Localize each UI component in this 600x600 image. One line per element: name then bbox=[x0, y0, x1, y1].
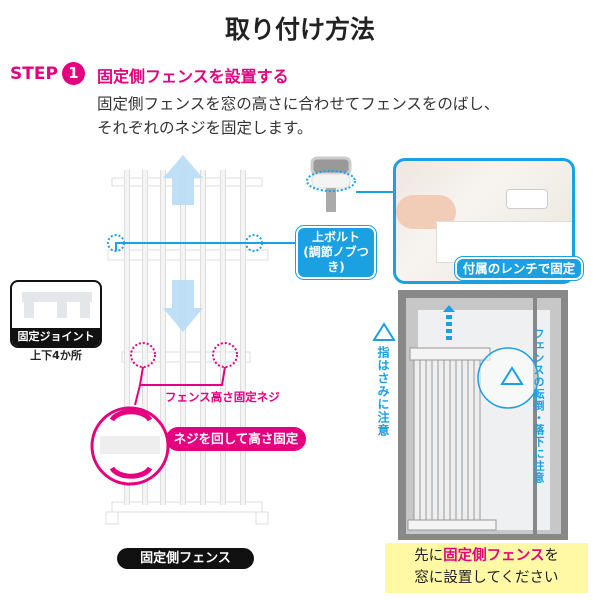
arrow-up-icon bbox=[163, 155, 203, 205]
bolt-label-line: 上ボルト bbox=[311, 230, 360, 244]
step-label: STEP bbox=[10, 63, 58, 84]
note-highlight: 固定側フェンス bbox=[443, 548, 545, 564]
step-number: 1 bbox=[61, 62, 85, 85]
fence-label: 固定側フェンス bbox=[117, 548, 254, 569]
joint-count: 上下4か所 bbox=[30, 349, 82, 362]
joint-image bbox=[22, 292, 92, 318]
screw-label: フェンス高さ固定ネジ bbox=[165, 390, 280, 404]
warning-icon bbox=[372, 322, 396, 341]
warning-icon bbox=[500, 366, 524, 385]
bolt-label-line: (調節ノブつき) bbox=[303, 245, 369, 274]
step-description: 固定側フェンスを窓の高さに合わせてフェンスをのばし、 それぞれのネジを固定します… bbox=[97, 92, 499, 140]
description-line: それぞれのネジを固定します。 bbox=[97, 119, 313, 137]
joint-box: 固定ジョイント bbox=[10, 280, 102, 348]
note-text: 先に bbox=[414, 548, 444, 564]
rotate-arrow-icon bbox=[109, 466, 153, 479]
bolt-image bbox=[306, 156, 356, 212]
joint-label: 固定ジョイント bbox=[12, 328, 100, 346]
step-indicator: STEP 1 bbox=[10, 62, 85, 85]
note-text: 窓に設置してください bbox=[414, 570, 559, 586]
step-heading: 固定側フェンスを設置する bbox=[97, 67, 289, 86]
finger-warning: 指はさみに注意 bbox=[376, 346, 390, 437]
wrench-caption: 付属のレンチで固定 bbox=[455, 257, 583, 280]
arrow-down-icon bbox=[163, 280, 203, 332]
description-line: 固定側フェンスを窓の高さに合わせてフェンスをのばし、 bbox=[97, 95, 500, 113]
window-drawing bbox=[372, 290, 568, 540]
page-title: 取り付け方法 bbox=[224, 15, 375, 44]
fence-illustration bbox=[90, 155, 568, 540]
note-text: を bbox=[544, 548, 559, 564]
note-box: 先に固定側フェンスを 窓に設置してください bbox=[385, 543, 588, 593]
fall-warning: フェンスの転倒・落下に注意 bbox=[532, 328, 545, 484]
rotate-arrow-icon bbox=[109, 409, 153, 422]
screw-action-label: ネジを回して高さ固定 bbox=[166, 427, 306, 451]
bolt-label: 上ボルト (調節ノブつき) bbox=[296, 226, 376, 279]
